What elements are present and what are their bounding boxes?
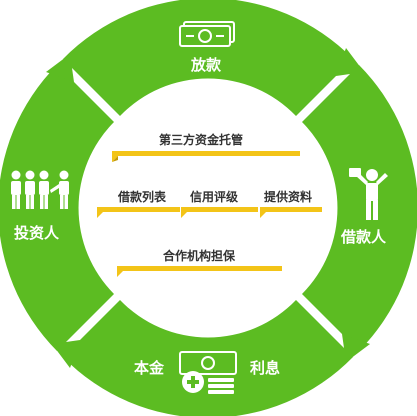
arrow-tip-left: [46, 54, 74, 82]
tag-provide-docs: [260, 207, 322, 218]
text-loan-list: 借款列表: [118, 190, 167, 204]
text-trustee: 第三方资金托管: [159, 133, 244, 147]
investors-group-icon: [11, 170, 69, 209]
arrow-tip-right: [342, 334, 370, 362]
tag-credit-rating: [181, 207, 258, 218]
segment-right: [302, 65, 417, 351]
arrow-tip-bottom: [52, 340, 80, 368]
tag-guarantee: [117, 266, 282, 277]
tag-trustee: [112, 151, 300, 162]
label-disburse: 放款: [191, 56, 222, 74]
borrower-person-icon: [349, 168, 388, 220]
text-guarantee: 合作机构担保: [163, 249, 236, 263]
money-plus-icon: [179, 351, 237, 394]
label-investor: 投资人: [14, 224, 60, 242]
money-bills-icon: [179, 21, 235, 47]
text-provide-docs: 提供资料: [264, 190, 313, 204]
tag-loan-list: [97, 207, 180, 218]
arrow-tip-top: [336, 48, 364, 76]
label-principal: 本金: [134, 359, 165, 377]
segment-top: [63, 0, 353, 116]
text-credit-rating: 信用评级: [190, 190, 239, 204]
label-interest: 利息: [250, 359, 281, 377]
segment-left: [0, 65, 114, 351]
label-borrower: 借款人: [341, 228, 387, 246]
